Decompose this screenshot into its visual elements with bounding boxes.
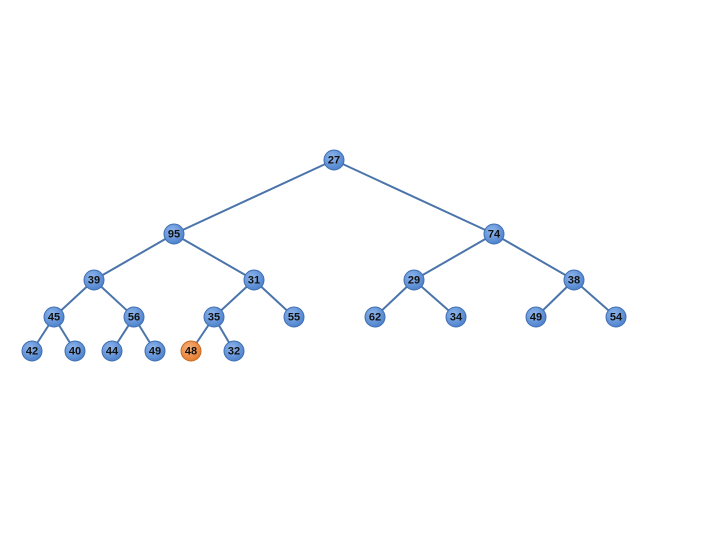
node-circle bbox=[163, 223, 185, 245]
node-label: 35 bbox=[208, 312, 220, 324]
node-label: 54 bbox=[610, 312, 623, 324]
node-label: 49 bbox=[530, 312, 542, 324]
node-label: 55 bbox=[288, 312, 300, 324]
tree-edge-n2-n5 bbox=[173, 233, 255, 281]
node-circle bbox=[605, 306, 627, 328]
node-label: 95 bbox=[168, 229, 180, 241]
node-label: 62 bbox=[369, 312, 381, 324]
tree-node: 42 bbox=[21, 340, 43, 362]
tree-node: 35 bbox=[203, 306, 225, 328]
node-circle bbox=[83, 269, 105, 291]
node-circle bbox=[144, 340, 166, 362]
tree-node: 56 bbox=[123, 306, 145, 328]
tree-node: 74 bbox=[483, 223, 505, 245]
highlighted-tree-node: 48 bbox=[180, 340, 202, 362]
tree-node: 38 bbox=[563, 269, 585, 291]
node-label: 42 bbox=[26, 346, 38, 358]
node-circle bbox=[483, 223, 505, 245]
node-label: 39 bbox=[88, 275, 100, 287]
tree-node: 54 bbox=[605, 306, 627, 328]
node-label: 56 bbox=[128, 312, 140, 324]
tree-edge-n1-n3 bbox=[333, 159, 495, 235]
tree-node: 49 bbox=[144, 340, 166, 362]
tree-nodes: 27 95 74 39 31 29 38 45 56 35 55 62 34 49 54 42 40 44 49 48… bbox=[21, 149, 627, 362]
node-circle bbox=[101, 340, 123, 362]
tree-node: 44 bbox=[101, 340, 123, 362]
node-label: 34 bbox=[450, 312, 463, 324]
node-circle bbox=[43, 306, 65, 328]
tree-edge-n1-n2 bbox=[173, 159, 335, 235]
tree-edge-n3-n7 bbox=[493, 233, 575, 281]
node-label: 49 bbox=[149, 346, 161, 358]
node-circle bbox=[323, 149, 345, 171]
tree-node: 34 bbox=[445, 306, 467, 328]
tree-edge-n2-n4 bbox=[93, 233, 175, 281]
tree-node: 29 bbox=[403, 269, 425, 291]
tree-node: 55 bbox=[283, 306, 305, 328]
node-circle bbox=[203, 306, 225, 328]
node-label: 29 bbox=[408, 275, 420, 287]
tree-node: 95 bbox=[163, 223, 185, 245]
node-label: 45 bbox=[48, 312, 60, 324]
node-label: 48 bbox=[185, 346, 197, 358]
node-label: 74 bbox=[488, 229, 501, 241]
node-circle bbox=[180, 340, 202, 362]
node-circle bbox=[364, 306, 386, 328]
tree-node: 32 bbox=[223, 340, 245, 362]
node-circle bbox=[403, 269, 425, 291]
node-circle bbox=[123, 306, 145, 328]
node-circle bbox=[243, 269, 265, 291]
tree-edge-n3-n6 bbox=[413, 233, 495, 281]
tree-node: 27 bbox=[323, 149, 345, 171]
node-label: 27 bbox=[328, 155, 340, 167]
node-label: 38 bbox=[568, 275, 580, 287]
tree-node: 49 bbox=[525, 306, 547, 328]
node-circle bbox=[445, 306, 467, 328]
node-circle bbox=[563, 269, 585, 291]
tree-node: 31 bbox=[243, 269, 265, 291]
tree-node: 45 bbox=[43, 306, 65, 328]
tree-node: 39 bbox=[83, 269, 105, 291]
node-label: 31 bbox=[248, 275, 260, 287]
node-circle bbox=[283, 306, 305, 328]
tree-node: 40 bbox=[64, 340, 86, 362]
node-circle bbox=[21, 340, 43, 362]
node-label: 32 bbox=[228, 346, 240, 358]
node-label: 44 bbox=[106, 346, 119, 358]
node-circle bbox=[525, 306, 547, 328]
node-circle bbox=[223, 340, 245, 362]
node-label: 40 bbox=[69, 346, 81, 358]
tree-node: 62 bbox=[364, 306, 386, 328]
node-circle bbox=[64, 340, 86, 362]
